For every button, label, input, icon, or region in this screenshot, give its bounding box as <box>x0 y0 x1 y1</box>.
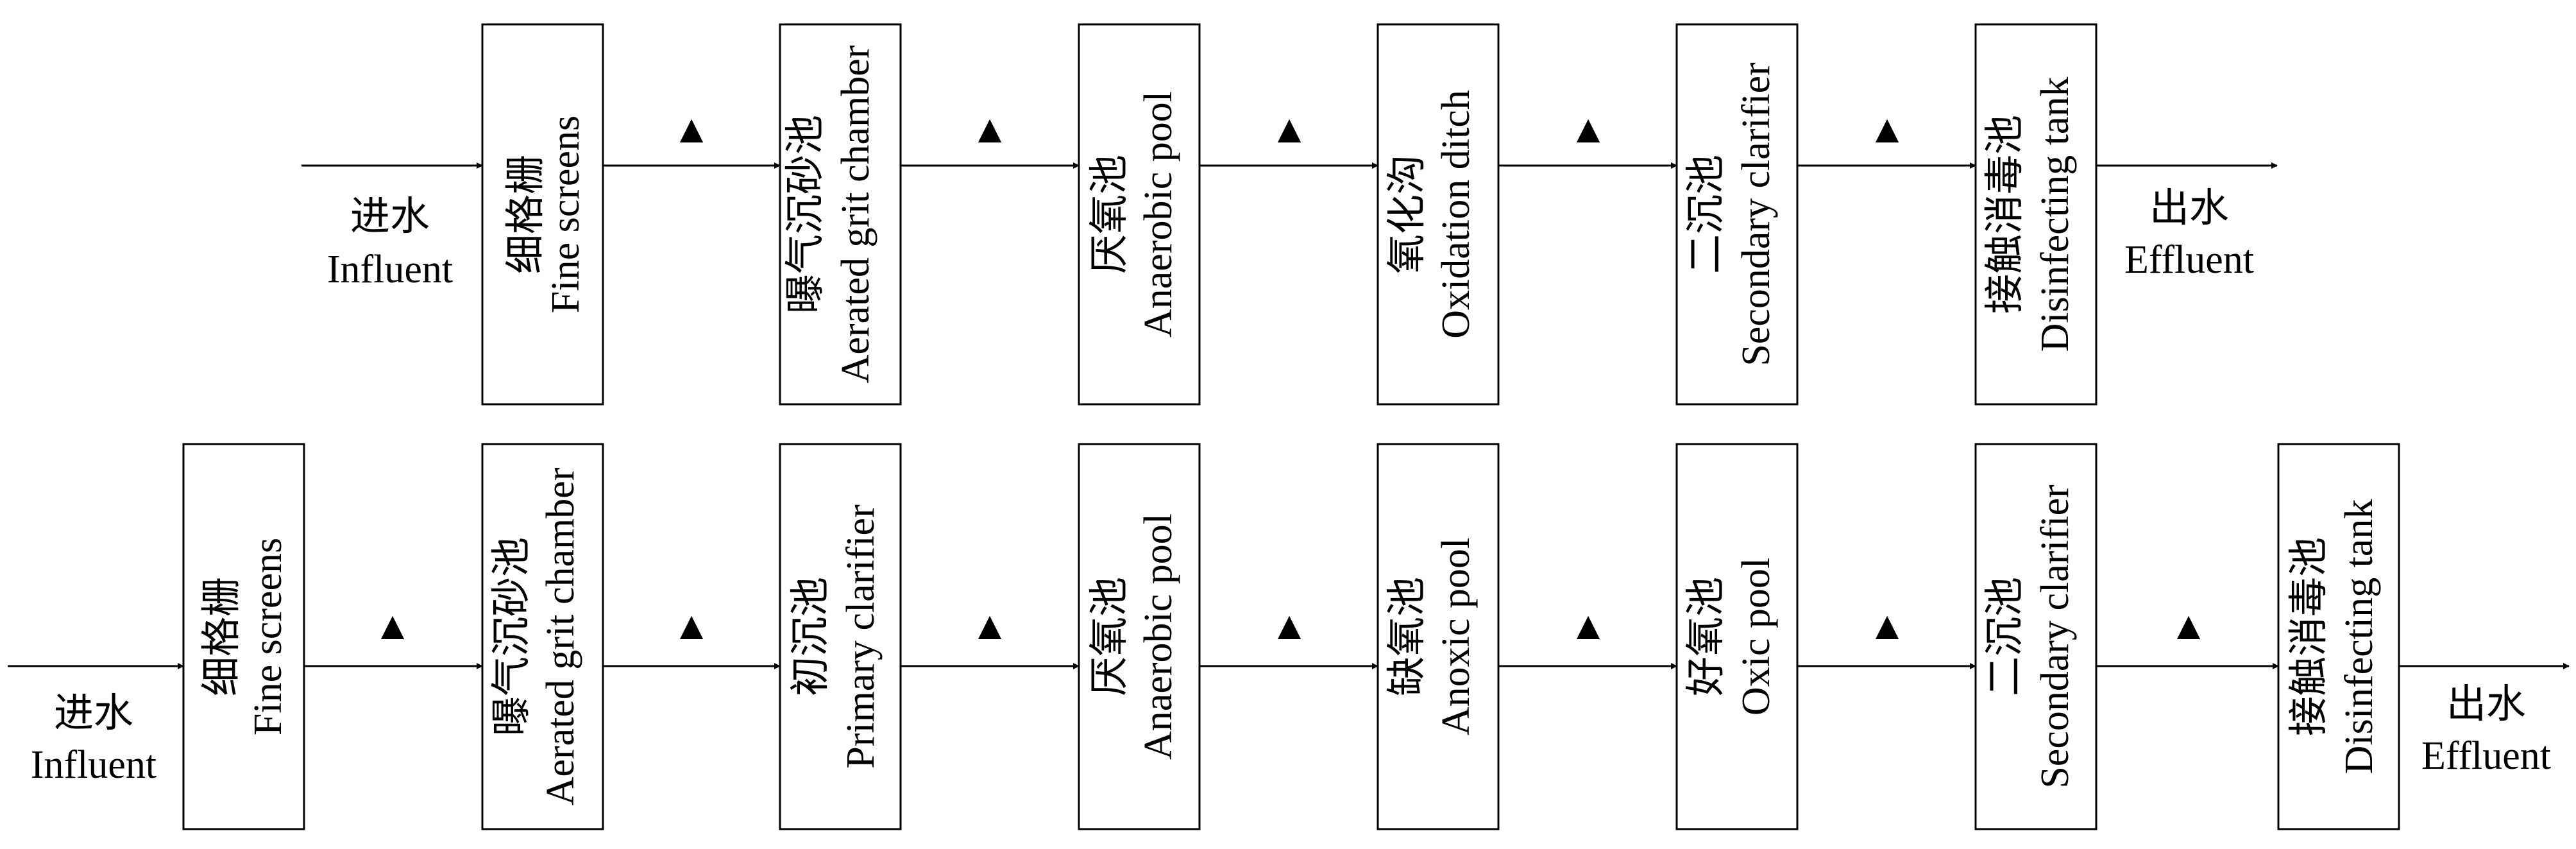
row2-triangle-marker-1: ▲ <box>373 605 412 648</box>
row1-influent-en: Influent <box>327 248 453 291</box>
row1-unit-5-zh: 二沉池 <box>1684 155 1728 274</box>
row2-unit-anaerobic-pool: 厌氧池 Anaerobic pool <box>1078 443 1201 830</box>
row1-unit-6-zh: 接触消毒池 <box>1983 115 2027 314</box>
row2-unit-5-en: Anoxic pool <box>1434 538 1478 735</box>
row2-unit-oxic-pool: 好氧池 Oxic pool <box>1675 443 1799 830</box>
row2-triangle-marker-2: ▲ <box>672 605 711 648</box>
row1-unit-3-en: Anaerobic pool <box>1137 91 1180 338</box>
row1-influent-zh: 进水 <box>350 195 430 239</box>
row1-triangle-marker-4: ▲ <box>1568 108 1607 151</box>
row1-unit-4-en: Oxidation ditch <box>1434 90 1478 338</box>
row1-unit-oxidation-ditch: 氧化沟 Oxidation ditch <box>1377 23 1500 406</box>
row2-unit-2-en: Aerated grit chamber <box>539 467 582 805</box>
row1-triangle-marker-3: ▲ <box>1269 108 1309 151</box>
row2-unit-3-zh: 初沉池 <box>789 577 833 696</box>
row1-unit-fine-screens: 细格栅 Fine screens <box>481 23 604 406</box>
row1-unit-secondary-clarifier: 二沉池 Secondary clarifier <box>1675 23 1799 406</box>
row1-triangle-marker-2: ▲ <box>970 108 1009 151</box>
row1-unit-2-zh: 曝气沉砂池 <box>784 115 827 314</box>
row2-effluent-zh: 出水 <box>2446 683 2526 726</box>
row2-influent-zh: 进水 <box>54 692 133 735</box>
row2-unit-primary-clarifier: 初沉池 Primary clarifier <box>779 443 902 830</box>
row1-effluent-en: Effluent <box>2124 238 2254 282</box>
row2-unit-6-en: Oxic pool <box>1734 558 1778 716</box>
row2-unit-1-zh: 细格栅 <box>200 577 244 696</box>
row1-unit-aerated-grit-chamber: 曝气沉砂池 Aerated grit chamber <box>779 23 902 406</box>
row2-unit-7-en: Secondary clarifier <box>2033 485 2077 789</box>
row2-unit-secondary-clarifier: 二沉池 Secondary clarifier <box>1974 443 2097 830</box>
row2-unit-aerated-grit-chamber: 曝气沉砂池 Aerated grit chamber <box>481 443 604 830</box>
row2-triangle-marker-5: ▲ <box>1568 605 1607 648</box>
row2-influent-en: Influent <box>31 743 157 787</box>
row2-unit-6-zh: 好氧池 <box>1684 577 1728 696</box>
row2-unit-disinfecting-tank: 接触消毒池 Disinfecting tank <box>2277 443 2400 830</box>
row-1: 进水 Influent 出水 Effluent 细格栅 Fine screens… <box>301 23 2278 406</box>
row2-triangle-marker-3: ▲ <box>970 605 1009 648</box>
row1-triangle-marker-1: ▲ <box>672 108 711 151</box>
row1-unit-anaerobic-pool: 厌氧池 Anaerobic pool <box>1078 23 1201 406</box>
row2-triangle-marker-4: ▲ <box>1269 605 1309 648</box>
row2-triangle-marker-7: ▲ <box>2169 605 2208 648</box>
row2-unit-4-en: Anaerobic pool <box>1137 513 1180 760</box>
row1-unit-5-en: Secondary clarifier <box>1734 62 1778 366</box>
row2-unit-5-zh: 缺氧池 <box>1385 577 1429 696</box>
row2-unit-8-zh: 接触消毒池 <box>2287 537 2331 736</box>
row2-unit-8-en: Disinfecting tank <box>2337 499 2381 775</box>
row1-effluent-zh: 出水 <box>2149 187 2229 230</box>
row1-unit-6-en: Disinfecting tank <box>2033 77 2077 352</box>
row2-unit-anoxic-pool: 缺氧池 Anoxic pool <box>1377 443 1500 830</box>
row2-triangle-marker-6: ▲ <box>1867 605 1906 648</box>
row1-triangle-marker-5: ▲ <box>1867 108 1906 151</box>
row2-unit-7-zh: 二沉池 <box>1983 577 2027 696</box>
row2-unit-2-zh: 曝气沉砂池 <box>490 537 534 736</box>
row1-unit-2-en: Aerated grit chamber <box>834 45 877 383</box>
row1-unit-1-zh: 细格栅 <box>504 155 548 274</box>
row1-unit-1-en: Fine screens <box>544 116 588 313</box>
row2-unit-4-zh: 厌氧池 <box>1088 577 1131 696</box>
row2-effluent-en: Effluent <box>2421 734 2551 778</box>
row2-unit-1-en: Fine screens <box>246 538 290 735</box>
row2-unit-3-en: Primary clarifier <box>839 504 883 769</box>
row-2: 进水 Influent 出水 Effluent 细格栅 Fine screens… <box>8 443 2570 830</box>
row1-unit-disinfecting-tank: 接触消毒池 Disinfecting tank <box>1974 23 2097 406</box>
row1-unit-3-zh: 厌氧池 <box>1088 155 1131 274</box>
row2-unit-fine-screens: 细格栅 Fine screens <box>182 443 305 830</box>
row1-unit-4-zh: 氧化沟 <box>1385 155 1429 274</box>
